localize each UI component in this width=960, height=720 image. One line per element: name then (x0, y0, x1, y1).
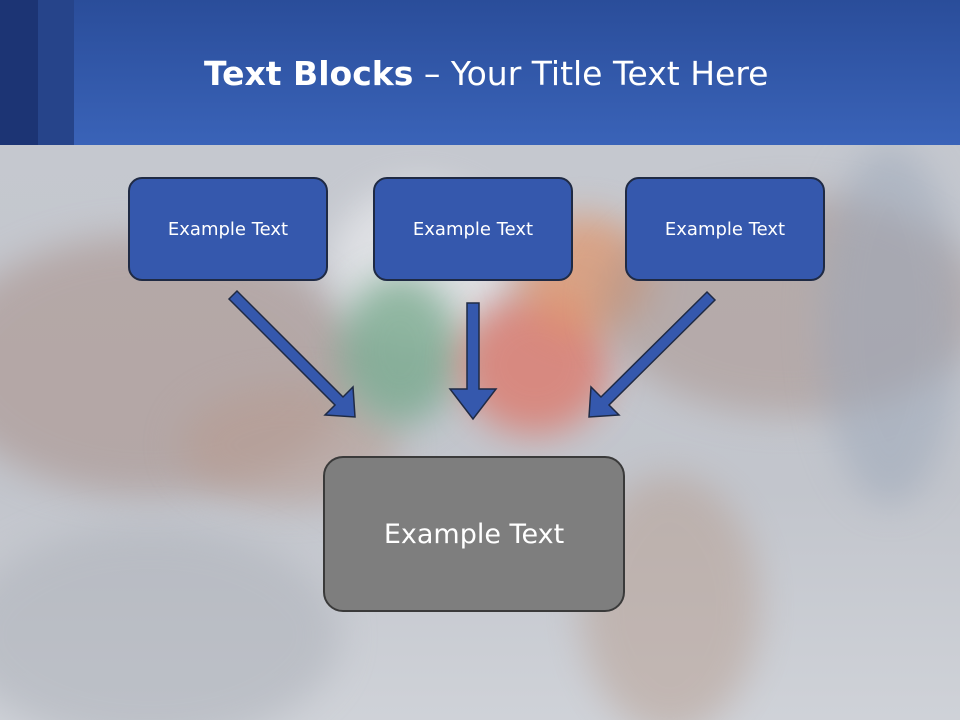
text-block-left[interactable]: Example Text (128, 177, 328, 281)
header-stripe-mid (38, 0, 74, 145)
text-block-left-label: Example Text (167, 218, 289, 240)
text-block-center[interactable]: Example Text (373, 177, 573, 281)
arrow-left (227, 289, 356, 418)
target-text-block-label: Example Text (383, 518, 565, 550)
arrow-center (448, 302, 498, 421)
slide-title: Text Blocks – Your Title Text Here (204, 54, 768, 93)
title-bold: Text Blocks (204, 54, 414, 93)
text-block-right-label: Example Text (664, 218, 786, 240)
arrow-right (588, 290, 717, 418)
text-block-right[interactable]: Example Text (625, 177, 825, 281)
header-stripe-dark (0, 0, 38, 145)
target-text-block[interactable]: Example Text (323, 456, 625, 612)
text-block-center-label: Example Text (412, 218, 534, 240)
title-rest: – Your Title Text Here (413, 54, 769, 93)
header-band: Text Blocks – Your Title Text Here (0, 0, 960, 145)
